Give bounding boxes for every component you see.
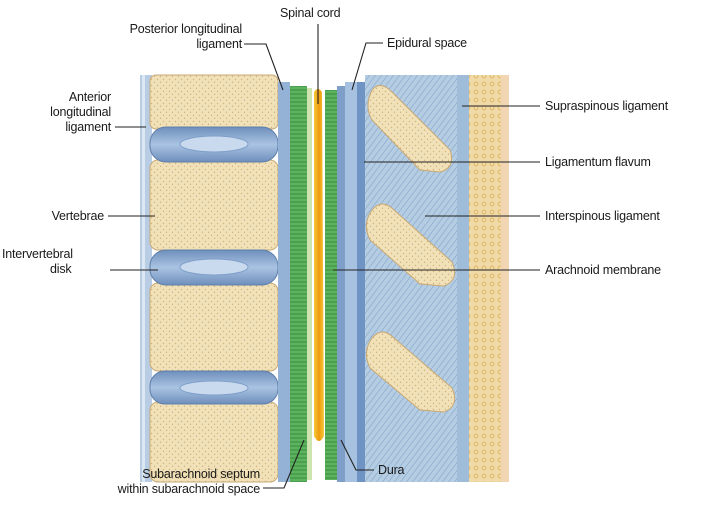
label-arachnoid-membrane: Arachnoid membrane xyxy=(545,263,661,278)
spinal-cord-shape xyxy=(314,89,324,441)
label-subarachnoid-septum: Subarachnoid septum within subarachnoid … xyxy=(60,467,260,497)
label-anterior-longitudinal-ligament-line1: Anterior xyxy=(6,90,111,105)
label-epidural-space: Epidural space xyxy=(387,36,467,51)
label-posterior-longitudinal-ligament-line1: Posterior longitudinal xyxy=(74,22,242,37)
posterior-longitudinal-ligament-shape xyxy=(278,82,290,482)
label-interspinous-ligament: Interspinous ligament xyxy=(545,209,660,224)
label-dura: Dura xyxy=(378,463,404,478)
label-vertebrae: Vertebrae xyxy=(6,209,104,224)
label-posterior-longitudinal-ligament-line2: ligament xyxy=(74,37,242,52)
dura-shape xyxy=(337,86,345,482)
label-spinal-cord: Spinal cord xyxy=(280,6,340,21)
label-intervertebral-disk: Intervertebral disk xyxy=(2,247,106,277)
label-intervertebral-disk-line1: Intervertebral xyxy=(2,247,106,262)
label-intervertebral-disk-line2: disk xyxy=(2,262,106,277)
arachnoid-anterior-shape xyxy=(290,86,307,482)
epidural-space-shape xyxy=(345,82,357,482)
supraspinous-ligament-shape xyxy=(457,75,469,482)
label-supraspinous-ligament: Supraspinous ligament xyxy=(545,99,668,114)
label-subarachnoid-septum-line1: Subarachnoid septum xyxy=(60,467,260,482)
label-posterior-longitudinal-ligament: Posterior longitudinal ligament xyxy=(74,22,242,52)
label-subarachnoid-septum-line2: within subarachnoid space xyxy=(60,482,260,497)
fat-layer-shape xyxy=(469,75,501,482)
label-anterior-longitudinal-ligament-line2: longitudinal xyxy=(6,105,111,120)
arachnoid-posterior-shape xyxy=(325,90,337,480)
label-anterior-longitudinal-ligament-line3: ligament xyxy=(6,120,111,135)
ligamentum-flavum-shape xyxy=(357,82,365,482)
label-ligamentum-flavum: Ligamentum flavum xyxy=(545,155,651,170)
label-anterior-longitudinal-ligament: Anterior longitudinal ligament xyxy=(6,90,111,135)
